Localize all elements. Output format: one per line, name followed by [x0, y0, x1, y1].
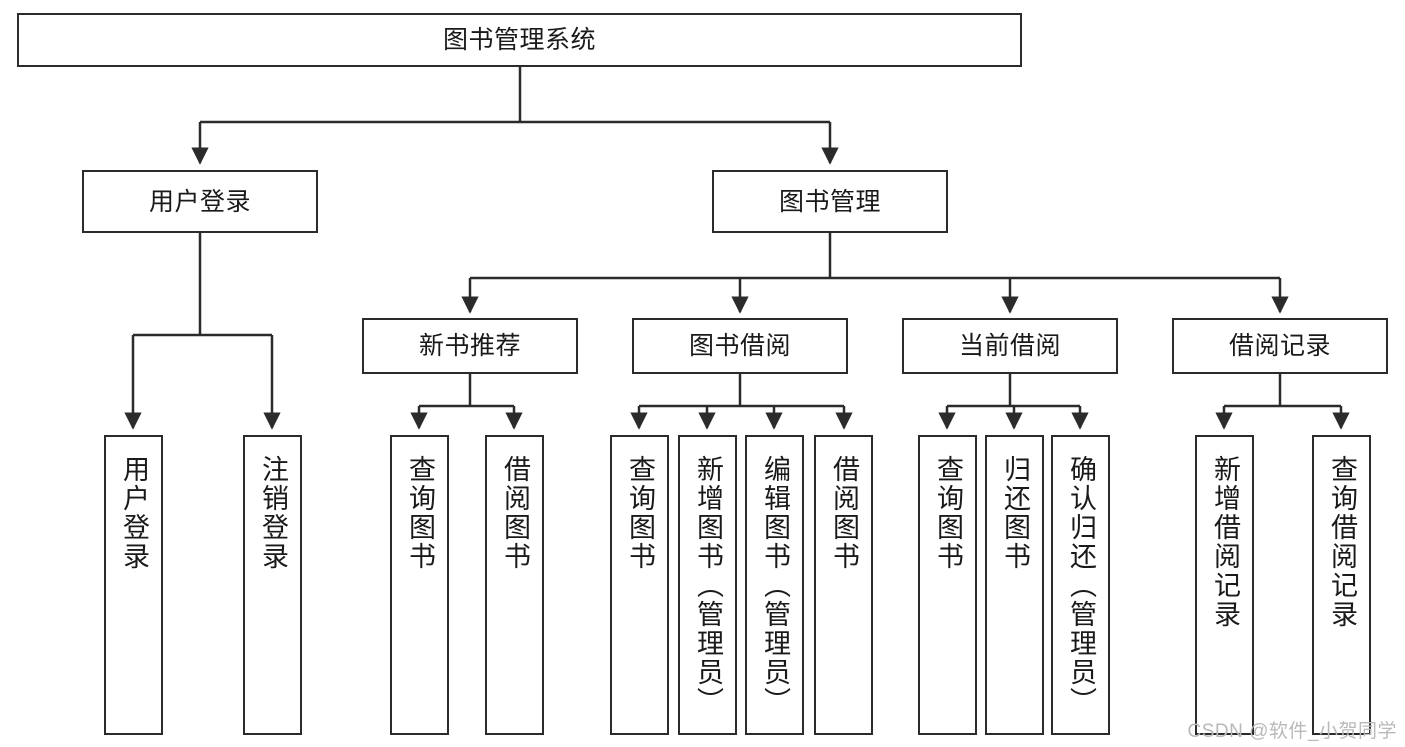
- leaf-query-borrow-record[interactable]: 查询借阅记录: [1312, 435, 1371, 735]
- node-label: 借阅记录: [1228, 332, 1331, 360]
- node-label: 编辑图书（管理员）: [760, 455, 790, 716]
- node-label: 确认归还（管理员）: [1066, 455, 1096, 716]
- node-root[interactable]: 图书管理系统: [17, 13, 1022, 67]
- node-new-book-recommend[interactable]: 新书推荐: [362, 318, 578, 374]
- leaf-query-book[interactable]: 查询图书: [610, 435, 669, 735]
- node-label: 查询借阅记录: [1327, 455, 1357, 629]
- node-label: 注销登录: [258, 455, 288, 571]
- node-label: 查询图书: [625, 455, 655, 571]
- leaf-borrow-book-recommend[interactable]: 借阅图书: [485, 435, 544, 735]
- node-borrow-records[interactable]: 借阅记录: [1172, 318, 1388, 374]
- node-label: 用户登录: [148, 187, 251, 216]
- node-label: 图书管理系统: [442, 26, 596, 54]
- node-user-login[interactable]: 用户登录: [82, 170, 318, 233]
- leaf-confirm-return-admin[interactable]: 确认归还（管理员）: [1051, 435, 1110, 735]
- leaf-logout[interactable]: 注销登录: [243, 435, 302, 735]
- node-book-management[interactable]: 图书管理: [712, 170, 948, 233]
- node-label: 查询图书: [933, 455, 963, 571]
- node-label: 新书推荐: [418, 332, 521, 360]
- leaf-return-book[interactable]: 归还图书: [985, 435, 1044, 735]
- leaf-borrow-book[interactable]: 借阅图书: [814, 435, 873, 735]
- node-label: 借阅图书: [500, 455, 530, 571]
- leaf-user-login[interactable]: 用户登录: [104, 435, 163, 735]
- watermark: CSDN @软件_小贺同学: [1187, 721, 1397, 742]
- node-label: 归还图书: [1000, 455, 1030, 571]
- leaf-edit-book-admin[interactable]: 编辑图书（管理员）: [745, 435, 804, 735]
- node-label: 借阅图书: [829, 455, 859, 571]
- node-label: 新增借阅记录: [1210, 455, 1240, 629]
- node-book-borrow[interactable]: 图书借阅: [632, 318, 848, 374]
- node-label: 图书管理: [778, 187, 881, 216]
- node-label: 用户登录: [119, 455, 149, 571]
- node-label: 当前借阅: [958, 332, 1061, 360]
- leaf-query-book-current[interactable]: 查询图书: [918, 435, 977, 735]
- node-label: 查询图书: [405, 455, 435, 571]
- node-current-borrow[interactable]: 当前借阅: [902, 318, 1118, 374]
- leaf-add-borrow-record[interactable]: 新增借阅记录: [1195, 435, 1254, 735]
- node-label: 图书借阅: [688, 332, 791, 360]
- leaf-query-book-recommend[interactable]: 查询图书: [390, 435, 449, 735]
- leaf-add-book-admin[interactable]: 新增图书（管理员）: [678, 435, 737, 735]
- node-label: 新增图书（管理员）: [693, 455, 723, 716]
